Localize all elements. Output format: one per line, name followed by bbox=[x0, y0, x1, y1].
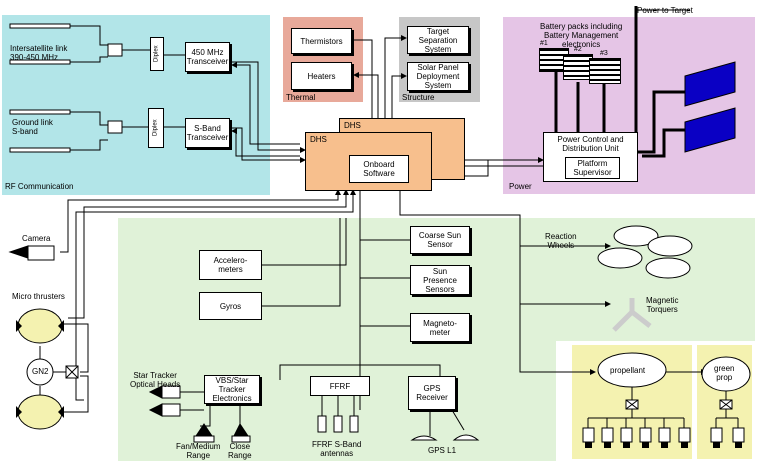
transceiver-450-mhz: 450 MHz Transceiver bbox=[185, 42, 230, 72]
power-to-target-label: Power to Target bbox=[637, 6, 693, 15]
gps-l1-label: GPS L1 bbox=[428, 446, 457, 455]
accelerometers-box: Accelero- meters bbox=[199, 250, 262, 280]
thermistors-box: Thermistors bbox=[291, 28, 352, 54]
platform-supervisor: Platform Supervisor bbox=[565, 157, 620, 179]
close-range-label: Close Range bbox=[228, 442, 252, 460]
battery-3-label: #3 bbox=[600, 50, 608, 57]
green-prop-label: green prop bbox=[714, 364, 735, 382]
battery-packs-label: Battery packs including Battery Manageme… bbox=[540, 22, 623, 49]
magnetometer-box: Magneto- meter bbox=[410, 313, 470, 342]
gyros-box: Gyros bbox=[199, 292, 262, 320]
propellant-label: propellant bbox=[610, 366, 646, 375]
star-tracker-heads-label: Star Tracker Optical Heads bbox=[130, 371, 181, 389]
battery-2: #2 bbox=[563, 46, 593, 80]
structure-zone-title: Structure bbox=[402, 93, 435, 102]
rf-zone-title: RF Communication bbox=[5, 182, 74, 191]
gps-receiver: GPS Receiver bbox=[408, 376, 456, 410]
camera-label: Camera bbox=[22, 234, 51, 243]
power-zone-title: Power bbox=[509, 182, 532, 191]
reaction-wheels-label: Reaction Wheels bbox=[545, 232, 577, 250]
battery-1-label: #1 bbox=[540, 40, 548, 47]
diplex-box-1: Diplex bbox=[150, 37, 164, 71]
gn2-label: GN2 bbox=[32, 367, 49, 376]
onboard-software: Onboard Software bbox=[349, 155, 409, 183]
fan-medium-range-label: Fan/Medium Range bbox=[176, 442, 221, 460]
micro-thrusters-label: Micro thrusters bbox=[12, 292, 65, 301]
vbs-star-tracker-electronics: VBS/Star Tracker Electronics bbox=[204, 375, 260, 404]
transceiver-s-band: S-Band Transceiver bbox=[185, 118, 230, 148]
ground-link-label: Ground link S-band bbox=[12, 118, 53, 136]
coarse-sun-sensor: Coarse Sun Sensor bbox=[410, 226, 470, 254]
magnetic-torquers-label: Magnetic Torquers bbox=[646, 296, 679, 314]
battery-3: #3 bbox=[589, 50, 621, 84]
diplex-box-2: Diplex bbox=[148, 108, 164, 148]
thermal-zone-title: Thermal bbox=[286, 93, 316, 102]
heaters-box: Heaters bbox=[291, 62, 352, 90]
battery-2-label: #2 bbox=[574, 46, 582, 53]
solar-panel-deployment-system: Solar Panel Deployment System bbox=[407, 62, 469, 91]
sun-presence-sensors: Sun Presence Sensors bbox=[410, 265, 470, 295]
target-separation-system: Target Separation System bbox=[407, 26, 469, 54]
ffrf-box: FFRF bbox=[310, 376, 370, 396]
intersatellite-link-label: Intersatellite link 390-450 MHz bbox=[10, 44, 68, 62]
ffrf-antennas-label: FFRF S-Band antennas bbox=[312, 440, 362, 458]
